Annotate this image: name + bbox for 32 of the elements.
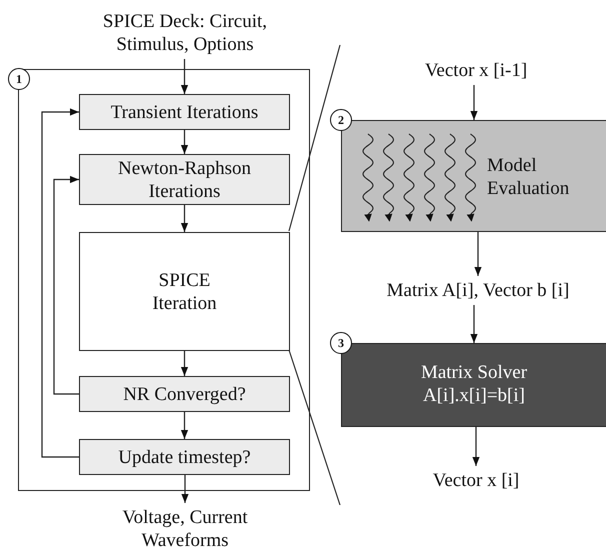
arrow [180, 412, 188, 439]
text-label: Voltage, Current Waveforms [80, 506, 290, 552]
box-label: Model Evaluation [487, 154, 570, 200]
arrow [470, 305, 478, 343]
process-box [79, 232, 290, 351]
process-box [79, 376, 290, 412]
box-label: Newton-Raphson Iterations [117, 156, 252, 202]
arrow [180, 59, 188, 94]
process-box [79, 439, 290, 475]
arrow [472, 427, 480, 466]
arrow [180, 130, 188, 154]
process-box [79, 94, 290, 130]
arrow [53, 176, 79, 395]
box-label: SPICE Iteration [151, 268, 218, 314]
arrow [474, 232, 482, 276]
text-label: Vector x [i-1] [390, 59, 562, 82]
box-label: Transient Iterations [110, 100, 260, 124]
text-label: SPICE Deck: Circuit, Stimulus, Options [80, 10, 290, 56]
arrow [181, 475, 189, 503]
box-label: Matrix Solver A[i].x[i]=b[i] [420, 361, 528, 407]
box-label: NR Converged? [122, 382, 247, 406]
process-box [79, 154, 290, 205]
box-label: Update timestep? [117, 446, 252, 468]
text-label: Matrix A[i], Vector b [i] [350, 279, 606, 302]
arrow [180, 351, 188, 376]
arrow [470, 85, 478, 120]
arrow [41, 108, 79, 458]
step-number-badge: 2 [330, 109, 352, 131]
text-label: Vector x [i] [400, 469, 552, 492]
arrow [180, 205, 188, 232]
step-number-badge: 1 [8, 68, 30, 90]
step-number-badge: 3 [330, 332, 352, 354]
